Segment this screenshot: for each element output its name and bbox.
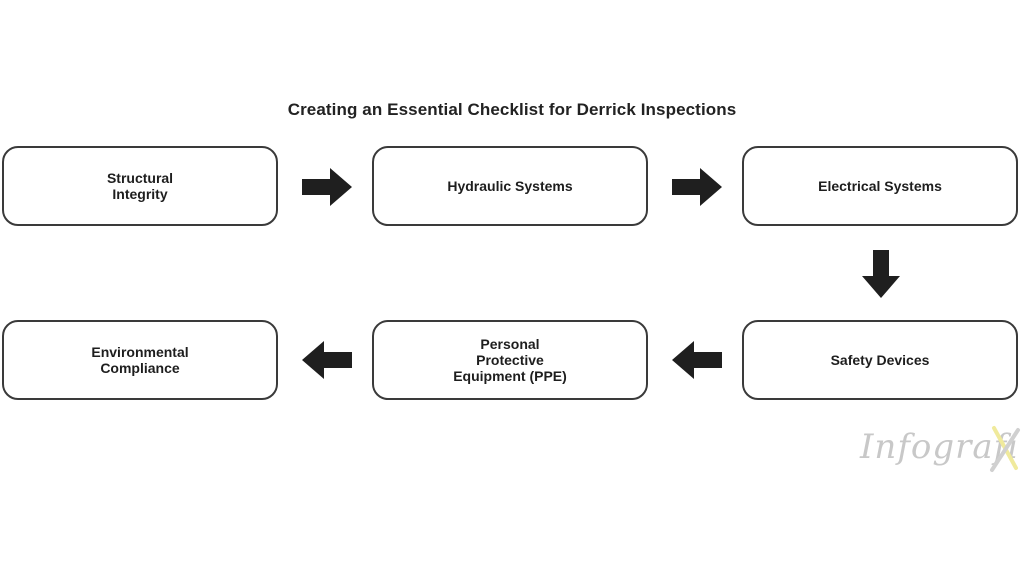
step-electrical-systems: Electrical Systems <box>742 146 1018 226</box>
arrow-right-icon <box>672 168 722 206</box>
diagram-title: Creating an Essential Checklist for Derr… <box>287 100 737 119</box>
arrow-left-icon <box>672 341 722 379</box>
step-safety-devices: Safety Devices <box>742 320 1018 400</box>
step-label: Electrical Systems <box>818 178 942 194</box>
step-label: Hydraulic Systems <box>447 178 573 194</box>
arrow-right-icon <box>302 168 352 206</box>
step-environmental-compliance: Environmental Compliance <box>2 320 278 400</box>
step-label: Safety Devices <box>830 352 930 368</box>
step-structural-integrity: Structural Integrity <box>2 146 278 226</box>
arrow-left-icon <box>302 341 352 379</box>
step-label: Environmental Compliance <box>91 344 189 376</box>
arrow-down-icon <box>862 250 900 298</box>
step-hydraulic-systems: Hydraulic Systems <box>372 146 648 226</box>
step-label: Structural Integrity <box>106 170 174 202</box>
step-label: Personal Protective Equipment (PPE) <box>453 336 567 384</box>
infografix-watermark-logo: Infografi <box>858 420 1023 480</box>
step-personal-protective-equipment: Personal Protective Equipment (PPE) <box>372 320 648 400</box>
svg-text:Infografi: Infografi <box>859 427 1019 467</box>
